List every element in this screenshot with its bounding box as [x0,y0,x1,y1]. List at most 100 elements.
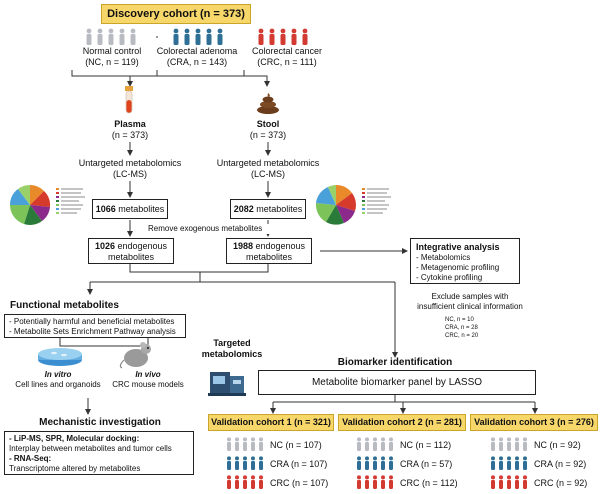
validation-3-crc: CRC (n = 92) [534,478,588,488]
plasma-method-line1: Untargeted metabolomics [78,158,182,168]
exclude-note: Exclude samples with insufficient clinic… [400,292,540,312]
in-vitro-label: In vitro Cell lines and organoids [8,370,108,390]
plasma-endogenous-box: 1026 endogenous metabolites [88,238,174,264]
validation-2-cra: CRA (n = 57) [400,459,453,469]
cra-people-icon [226,456,266,470]
stool-method-line2: (LC-MS) [251,169,285,179]
group-cra: Colorectal adenoma (CRA, n = 143) [142,46,252,68]
mechanistic-item1-head: - LiP-MS, SPR, Molecular docking: [9,434,140,443]
integrative-item: - Metabolomics [416,253,471,262]
stool-title: Stool [256,119,280,129]
lasso-panel-box: Metabolite biomarker panel by LASSO [258,370,536,395]
validation-cohort-2-title: Validation cohort 2 (n = 281) [338,414,466,431]
mouse-icon [118,340,158,370]
stool-icon [256,92,280,114]
validation-1-cra: CRA (n = 107) [270,459,328,469]
nc-people-icon [226,437,266,451]
stool-endogenous-word: endogenous [255,241,306,251]
nc-people-icon [490,437,530,451]
targeted-line1: Targeted [213,338,251,348]
stool-method: Untargeted metabolomics (LC-MS) [208,158,328,180]
validation-3-cra: CRA (n = 92) [534,459,587,469]
plasma-metabolite-count: 1066 [95,204,116,214]
plasma-metabolite-word: metabolites [118,204,165,214]
in-vivo-desc: CRC mouse models [112,380,184,389]
nc-people-icon [84,28,139,46]
integrative-item: - Metagenomic profiling [416,263,500,272]
plasma-title-block: Plasma (n = 373) [95,119,165,141]
stool-endogenous-count: 1988 [232,241,253,251]
group-crc: Colorectal cancer (CRC, n = 111) [232,46,342,68]
targeted-line2: metabolomics [201,349,263,359]
exclude-count-nc: NC, n = 10 [445,317,474,323]
validation-2-crc: CRC (n = 112) [400,478,458,488]
mechanistic-title: Mechanistic investigation [39,417,161,428]
group-crc-n: (CRC, n = 111) [257,57,317,67]
functional-item: - Potentially harmful and beneficial met… [9,317,175,326]
in-vivo-label: In vivo CRC mouse models [98,370,198,390]
crc-people-icon [356,475,396,489]
integrative-item: - Cytokine profiling [416,273,483,282]
stool-metabolite-count: 2082 [233,204,254,214]
mechanistic-box: - LiP-MS, SPR, Molecular docking: Interp… [4,431,194,475]
integrative-title: Integrative analysis [416,242,500,252]
plasma-title: Plasma [114,119,146,129]
validation-3-nc: NC (n = 92) [534,440,581,450]
biomarker-title: Biomarker identification [337,357,453,368]
group-cra-name: Colorectal adenoma [156,46,238,56]
blood-tube-icon [122,86,136,116]
exclude-line1: Exclude samples with [431,292,509,301]
plasma-endogenous-count: 1026 [94,241,115,251]
validation-1-nc: NC (n = 107) [270,440,322,450]
exclude-counts: NC, n = 10 CRA, n = 28 CRC, n = 20 [445,316,505,340]
in-vitro-desc: Cell lines and organoids [15,380,101,389]
validation-cohort-3-title: Validation cohort 3 (n = 276) [470,414,598,431]
plasma-n: (n = 373) [111,130,149,140]
integrative-analysis-box: Integrative analysis - Metabolomics - Me… [410,238,520,284]
group-cra-n: (CRA, n = 143) [166,57,228,67]
crc-people-icon [256,28,311,46]
stool-title-block: Stool (n = 373) [233,119,303,141]
nc-people-icon [356,437,396,451]
group-crc-name: Colorectal cancer [251,46,323,56]
functional-box: - Potentially harmful and beneficial met… [4,314,186,338]
validation-2-nc: NC (n = 112) [400,440,452,450]
stool-metabolite-word: metabolites [256,204,303,214]
remove-exogenous-label: Remove exogenous metabolites [148,224,288,234]
mechanistic-item1-text: Interplay between metabolites and tumor … [9,444,172,453]
stool-pie-chart-icon [312,180,398,230]
group-nc: Normal control (NC, n = 119) [62,46,162,68]
functional-item: - Metabolite Sets Enrichment Pathway ana… [9,327,176,336]
exclude-count-crc: CRC, n = 20 [445,333,479,339]
plasma-method: Untargeted metabolomics (LC-MS) [70,158,190,180]
mechanistic-item2-head: - RNA-Seq: [9,454,52,463]
crc-people-icon [226,475,266,489]
validation-cohort-1-title: Validation cohort 1 (n = 321) [208,414,334,431]
petri-dish-icon [36,344,84,368]
mechanistic-item2-text: Transcriptome altered by metabolites [9,464,141,473]
functional-title: Functional metabolites [10,300,119,311]
cra-people-icon [171,28,226,46]
plasma-endogenous-line2: metabolites [107,252,155,262]
discovery-cohort-title: Discovery cohort (n = 373) [101,4,251,24]
stool-method-line1: Untargeted metabolomics [216,158,320,168]
targeted-label: Targeted metabolomics [192,338,272,360]
in-vitro-title: In vitro [44,370,72,379]
stool-metabolites-box: 2082 metabolites [230,199,306,219]
cra-people-icon [490,456,530,470]
mass-spectrometer-icon [208,366,246,396]
exclude-count-cra: CRA, n = 28 [445,325,478,331]
in-vivo-title: In vivo [135,370,161,379]
stool-endogenous-line2: metabolites [245,252,293,262]
stool-n: (n = 373) [249,130,287,140]
crc-people-icon [490,475,530,489]
plasma-pie-chart-icon [6,180,90,230]
group-nc-name: Normal control [82,46,142,56]
plasma-metabolites-box: 1066 metabolites [92,199,168,219]
validation-1-crc: CRC (n = 107) [270,478,329,488]
plasma-method-line2: (LC-MS) [113,169,147,179]
stool-endogenous-box: 1988 endogenous metabolites [226,238,312,264]
cra-people-icon [356,456,396,470]
group-nc-n: (NC, n = 119) [85,57,139,67]
